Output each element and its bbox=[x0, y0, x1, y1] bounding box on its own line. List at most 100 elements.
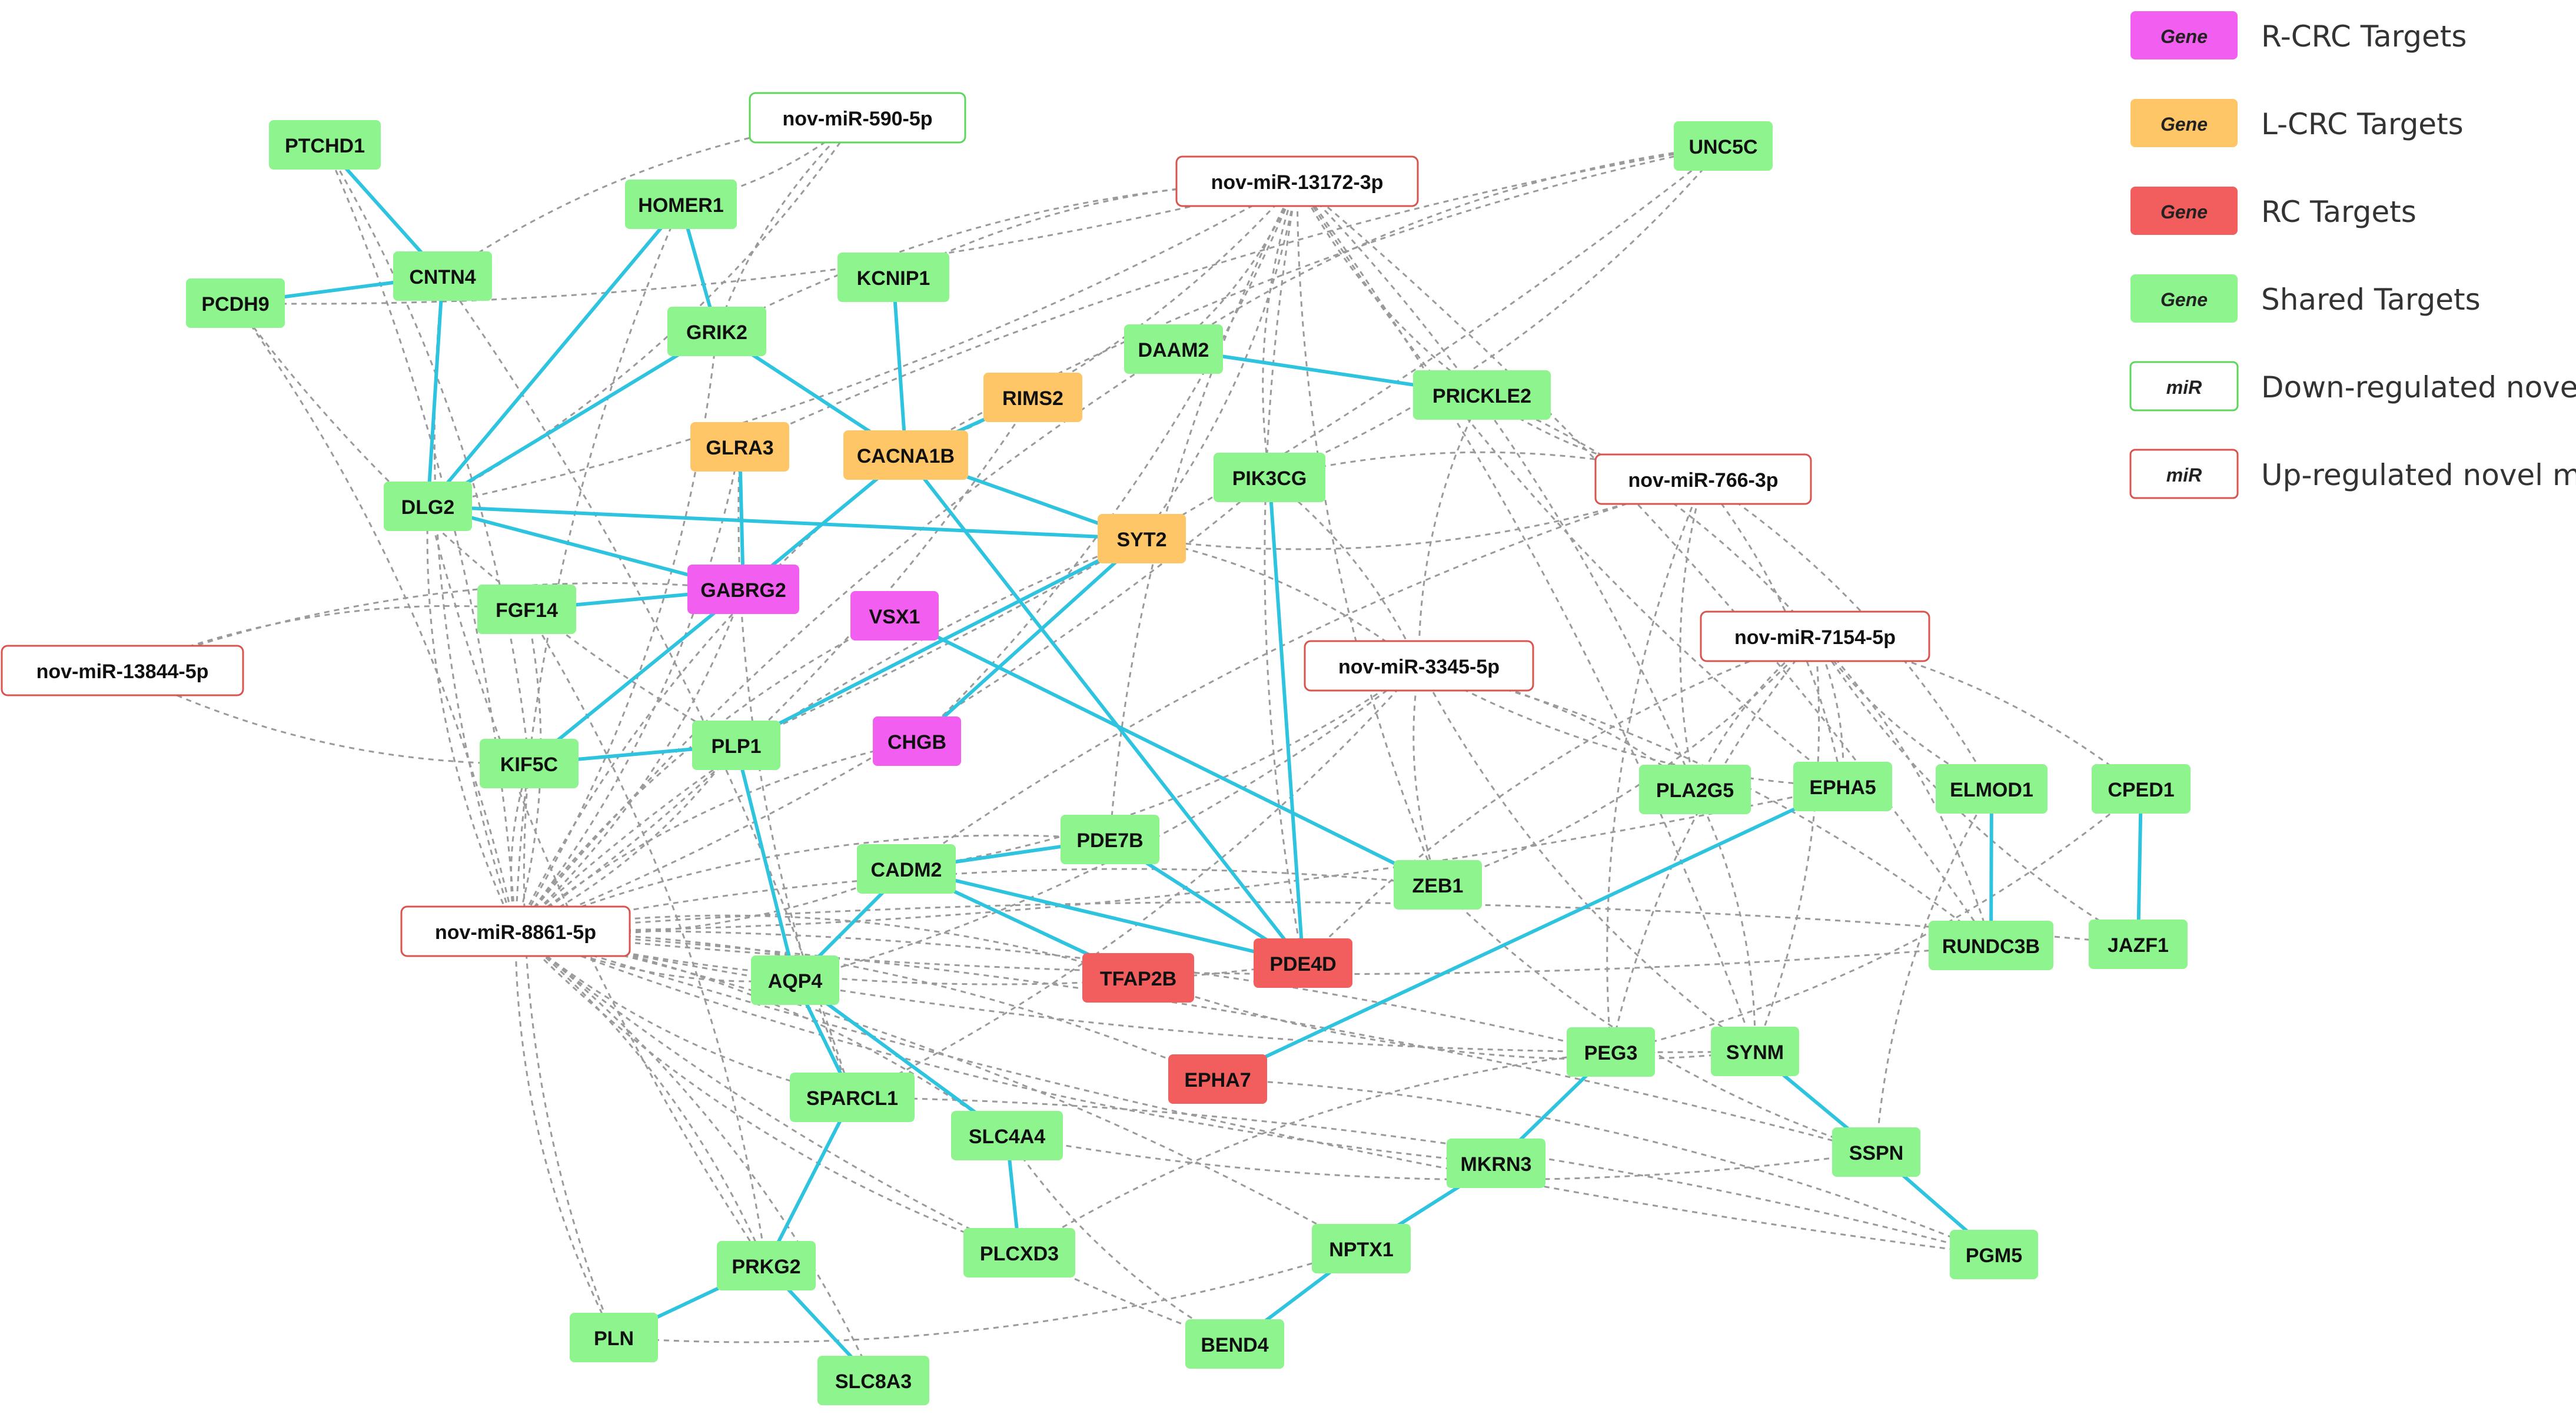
node-box bbox=[400, 905, 631, 957]
gene-node-daam2[interactable]: DAAM2 bbox=[1124, 324, 1223, 374]
node-label: PLP1 bbox=[711, 735, 761, 758]
gene-node-cacna1b[interactable]: CACNA1B bbox=[843, 430, 968, 480]
gene-node-pik3cg[interactable]: PIK3CG bbox=[1214, 453, 1325, 502]
mirna-node-nov-mir-13844-5p[interactable]: nov-miR-13844-5p bbox=[1, 645, 244, 696]
gene-node-synm[interactable]: SYNM bbox=[1711, 1027, 1799, 1076]
node-box bbox=[1061, 815, 1159, 864]
gene-node-pgm5[interactable]: PGM5 bbox=[1950, 1230, 2038, 1279]
mirna-node-nov-mir-8861-5p[interactable]: nov-miR-8861-5p bbox=[400, 905, 631, 957]
gene-node-syt2[interactable]: SYT2 bbox=[1098, 514, 1186, 563]
gene-node-glra3[interactable]: GLRA3 bbox=[690, 422, 789, 472]
node-label: PLCXD3 bbox=[980, 1243, 1059, 1265]
node-label: DLG2 bbox=[401, 496, 455, 519]
regulation-edge-nov-mir-13172-3p-cacna1b bbox=[905, 181, 1298, 456]
mirna-node-nov-mir-7154-5p[interactable]: nov-miR-7154-5p bbox=[1700, 610, 1930, 662]
node-box bbox=[817, 1356, 929, 1405]
gene-node-pln[interactable]: PLN bbox=[570, 1313, 658, 1362]
regulation-edge-nov-mir-13172-3p-chgb bbox=[916, 181, 1298, 742]
regulation-edge-nov-mir-8861-5p-synm bbox=[515, 930, 1756, 1053]
gene-node-prickle2[interactable]: PRICKLE2 bbox=[1413, 370, 1551, 420]
gene-node-cadm2[interactable]: CADM2 bbox=[857, 844, 956, 894]
gene-node-aqp4[interactable]: AQP4 bbox=[751, 955, 839, 1005]
gene-node-plp1[interactable]: PLP1 bbox=[692, 721, 780, 770]
node-label: DAAM2 bbox=[1138, 339, 1209, 361]
gene-node-fgf14[interactable]: FGF14 bbox=[477, 585, 576, 634]
legend-label: RC Targets bbox=[2261, 195, 2417, 229]
node-box bbox=[480, 739, 579, 788]
node-label: PLN bbox=[594, 1328, 634, 1350]
gene-node-sspn[interactable]: SSPN bbox=[1832, 1127, 1920, 1177]
interaction-edge-sparcl1-prkg2 bbox=[765, 1096, 854, 1267]
gene-node-bend4[interactable]: BEND4 bbox=[1185, 1319, 1284, 1369]
gene-node-kif5c[interactable]: KIF5C bbox=[480, 739, 579, 788]
gene-node-homer1[interactable]: HOMER1 bbox=[625, 180, 737, 229]
node-label: ZEB1 bbox=[1412, 875, 1464, 897]
gene-node-prkg2[interactable]: PRKG2 bbox=[717, 1241, 816, 1290]
regulation-edge-nov-mir-13844-5p-fgf14 bbox=[122, 605, 527, 672]
gene-node-cped1[interactable]: CPED1 bbox=[2092, 764, 2191, 814]
gene-node-ptchd1[interactable]: PTCHD1 bbox=[269, 120, 381, 170]
node-label: SLC4A4 bbox=[969, 1126, 1045, 1148]
regulation-edge-nov-mir-590-5p-grik2 bbox=[716, 117, 859, 332]
gene-node-chgb[interactable]: CHGB bbox=[873, 716, 961, 766]
node-box bbox=[1413, 370, 1551, 420]
gene-node-elmod1[interactable]: ELMOD1 bbox=[1936, 764, 2047, 814]
gene-node-cntn4[interactable]: CNTN4 bbox=[393, 251, 492, 301]
gene-node-unc5c[interactable]: UNC5C bbox=[1674, 121, 1773, 171]
gene-node-gabrg2[interactable]: GABRG2 bbox=[687, 565, 799, 614]
gene-node-slc8a3[interactable]: SLC8A3 bbox=[817, 1356, 929, 1405]
gene-node-vsx1[interactable]: VSX1 bbox=[850, 591, 939, 641]
regulation-edge-nov-mir-7154-5p-synm bbox=[1754, 636, 1820, 1052]
mirna-node-nov-mir-3345-5p[interactable]: nov-miR-3345-5p bbox=[1304, 640, 1534, 692]
node-box bbox=[1832, 1127, 1920, 1177]
regulation-edge-kif5c-pln bbox=[523, 763, 615, 1338]
regulation-edge-nov-mir-13172-3p-epha5 bbox=[1296, 181, 1843, 788]
gene-node-kcnip1[interactable]: KCNIP1 bbox=[837, 253, 949, 302]
interaction-edge-vsx1-zeb1 bbox=[893, 614, 1440, 887]
gene-node-zeb1[interactable]: ZEB1 bbox=[1394, 860, 1482, 910]
gene-node-jazf1[interactable]: JAZF1 bbox=[2089, 920, 2188, 969]
legend-sample: Gene bbox=[2160, 114, 2208, 135]
gene-node-rims2[interactable]: RIMS2 bbox=[983, 373, 1082, 422]
regulation-edge-nov-mir-13844-5p-gabrg2 bbox=[122, 582, 744, 672]
node-box bbox=[2092, 764, 2191, 814]
node-label: GLRA3 bbox=[706, 437, 773, 459]
mirna-node-nov-mir-766-3p[interactable]: nov-miR-766-3p bbox=[1594, 453, 1812, 505]
gene-node-grik2[interactable]: GRIK2 bbox=[667, 307, 766, 356]
regulation-edge-fgf14-prkg2 bbox=[526, 609, 767, 1266]
regulation-edge-ptchd1-kif5c bbox=[324, 144, 530, 764]
gene-node-pla2g5[interactable]: PLA2G5 bbox=[1639, 765, 1751, 814]
mirna-node-nov-mir-590-5p[interactable]: nov-miR-590-5p bbox=[749, 92, 966, 144]
node-box bbox=[857, 844, 956, 894]
mirna-target-edges bbox=[122, 117, 2142, 1381]
gene-node-rundc3b[interactable]: RUNDC3B bbox=[1929, 921, 2053, 970]
gene-node-pde4d[interactable]: PDE4D bbox=[1254, 938, 1352, 988]
gene-node-mkrn3[interactable]: MKRN3 bbox=[1447, 1139, 1545, 1188]
node-label: VSX1 bbox=[869, 606, 920, 628]
node-box bbox=[951, 1111, 1063, 1160]
gene-node-pde7b[interactable]: PDE7B bbox=[1061, 815, 1159, 864]
node-label: SPARCL1 bbox=[806, 1087, 898, 1110]
node-box bbox=[1254, 938, 1352, 988]
gene-node-epha5[interactable]: EPHA5 bbox=[1793, 762, 1892, 811]
mirna-node-nov-mir-13172-3p[interactable]: nov-miR-13172-3p bbox=[1175, 155, 1419, 207]
gene-node-peg3[interactable]: PEG3 bbox=[1567, 1027, 1655, 1077]
node-label: PEG3 bbox=[1584, 1042, 1638, 1064]
node-box bbox=[1098, 514, 1186, 563]
gene-node-dlg2[interactable]: DLG2 bbox=[384, 482, 472, 531]
node-box bbox=[873, 716, 961, 766]
node-box bbox=[790, 1073, 915, 1122]
node-label: SYNM bbox=[1726, 1041, 1784, 1064]
node-box bbox=[717, 1241, 816, 1290]
gene-node-epha7[interactable]: EPHA7 bbox=[1168, 1054, 1267, 1104]
regulation-edge-nov-mir-8861-5p-pde7b bbox=[515, 834, 1111, 933]
gene-node-plcxd3[interactable]: PLCXD3 bbox=[963, 1228, 1075, 1277]
gene-node-pcdh9[interactable]: PCDH9 bbox=[186, 278, 285, 328]
gene-node-slc4a4[interactable]: SLC4A4 bbox=[951, 1111, 1063, 1160]
regulation-edge-nov-mir-3345-5p-pik3cg bbox=[1269, 476, 1420, 666]
gene-node-sparcl1[interactable]: SPARCL1 bbox=[790, 1073, 915, 1122]
regulation-edge-nov-mir-8861-5p-daam2 bbox=[514, 348, 1174, 932]
gene-node-nptx1[interactable]: NPTX1 bbox=[1312, 1224, 1411, 1273]
gene-node-tfap2b[interactable]: TFAP2B bbox=[1082, 953, 1194, 1003]
